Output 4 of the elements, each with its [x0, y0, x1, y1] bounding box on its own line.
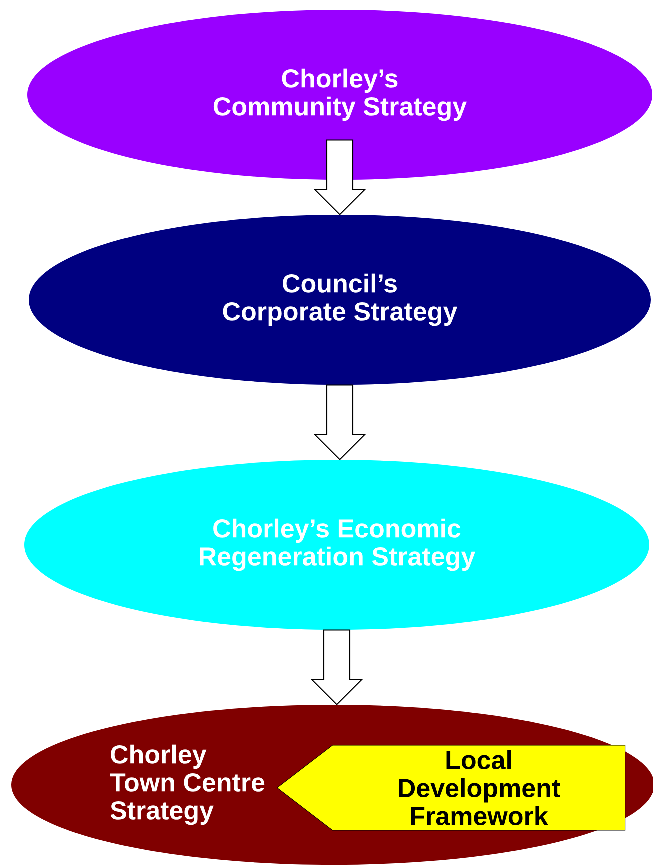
pointer-box: Local Development Framework: [276, 745, 626, 831]
block-arrow: [314, 140, 366, 216]
block-arrow: [314, 384, 366, 460]
block-arrow: [310, 630, 364, 706]
